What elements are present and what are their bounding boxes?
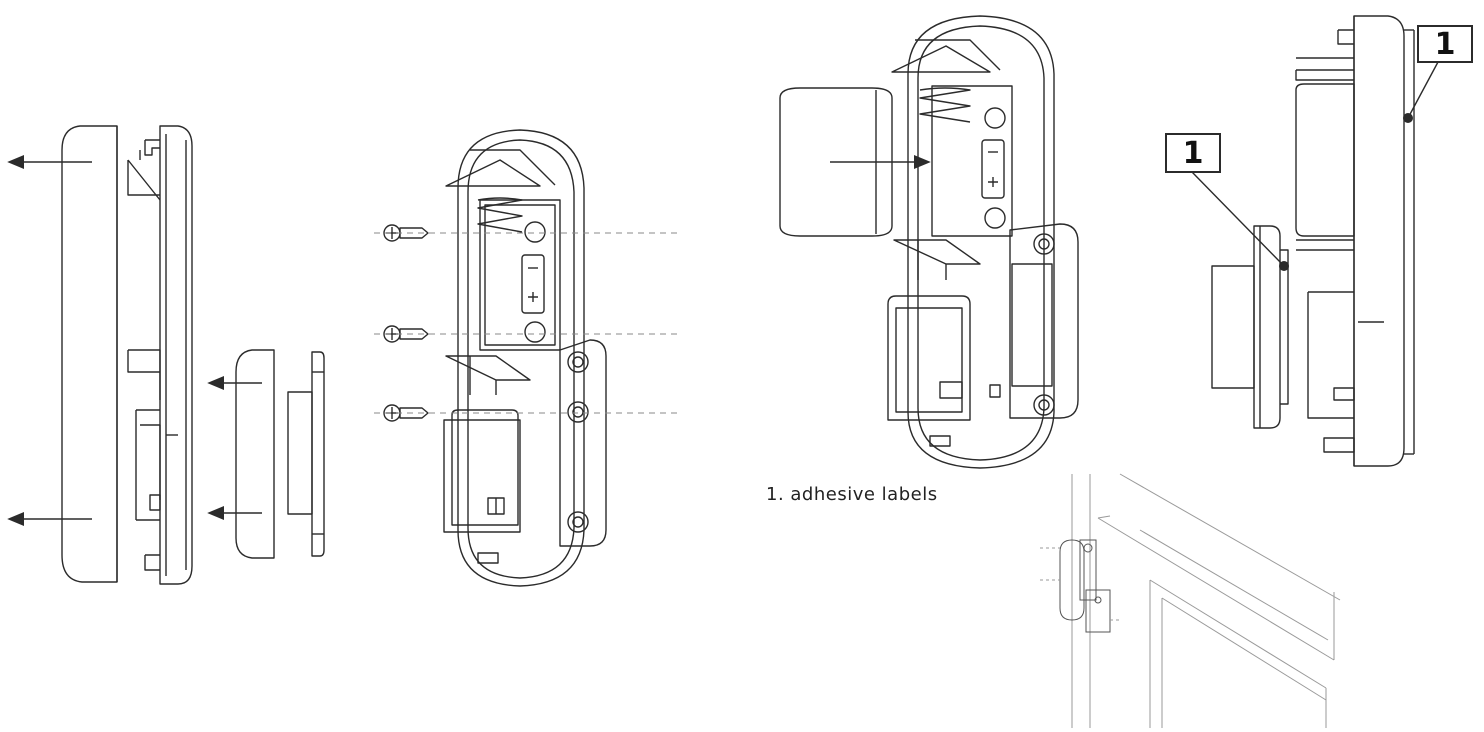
removal-arrows [7,155,262,526]
callout-dot-2 [1279,261,1289,271]
battery [779,87,893,237]
callout-leaders [1191,61,1439,267]
callout-box-1: 1 [1417,25,1473,63]
detector-base [127,125,193,585]
screw-axis-lines [374,232,680,414]
battery-spring [477,197,523,233]
battery-insertion-view [779,15,1079,469]
callout-dot-1 [1403,113,1413,123]
side-bracket [559,339,607,547]
figure-caption: 1. adhesive labels [766,484,938,505]
exploded-side-view [61,125,325,585]
door-installation-view [1040,473,1341,728]
callout-box-2: 1 [1165,133,1221,173]
front-cover [61,125,118,583]
side-view-adhesive [1211,15,1415,467]
magnet-body [287,351,325,557]
callout-number-2: 1 [1183,136,1204,171]
callout-number-1: 1 [1435,27,1456,62]
magnet-cover [235,349,275,559]
base-with-screws [443,129,607,587]
mounting-screws [383,224,429,422]
